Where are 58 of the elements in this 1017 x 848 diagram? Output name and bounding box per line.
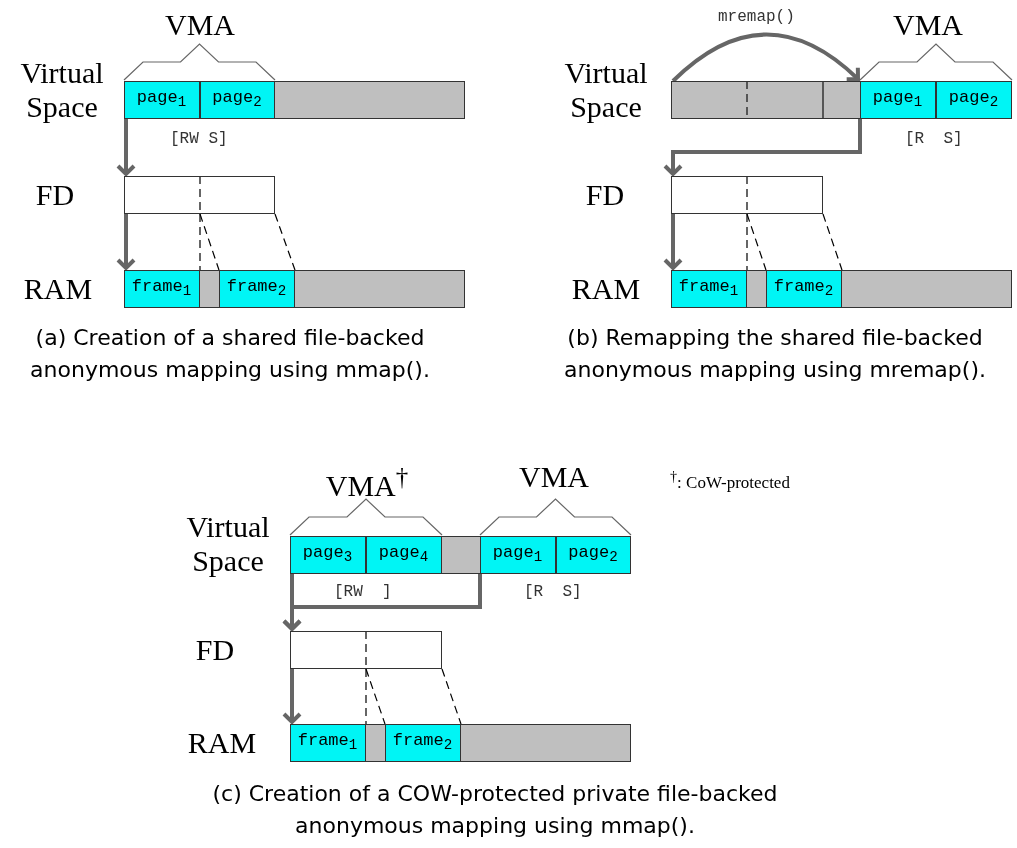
memory-cell: page$_{2}$ [199, 80, 275, 119]
memory-bar [290, 724, 631, 762]
arrow [671, 32, 860, 83]
memory-cell: frame$_{1}$ [289, 723, 366, 762]
arrow [116, 119, 136, 176]
memory-cell: page$_{1}$ [479, 535, 556, 574]
figure-caption: (c) Creation of a COW-protected private file-backed anonymous mapping using mmap(). [211, 780, 779, 840]
file-descriptor-box [124, 176, 275, 214]
access-flags: [R S] [905, 130, 963, 148]
dashed-line [365, 668, 462, 725]
dashed-line [746, 213, 843, 271]
row-label: RAM [22, 272, 94, 306]
arrow [282, 574, 482, 631]
memory-cell: frame$_{2}$ [765, 269, 842, 308]
memory-cell: page$_{3}$ [289, 535, 366, 574]
memory-bar [124, 270, 465, 308]
memory-cell: page$_{2}$ [935, 80, 1012, 119]
memory-cell: page$_{1}$ [859, 80, 936, 119]
memory-bar [290, 536, 631, 574]
arrow [116, 214, 136, 270]
row-label: Virtual Space [563, 56, 649, 124]
memory-cell: frame$_{1}$ [670, 269, 747, 308]
file-descriptor-box [671, 176, 823, 214]
edge-label: mremap() [718, 8, 795, 26]
memory-cell: frame$_{2}$ [384, 723, 461, 762]
brace-label: VMA [518, 460, 590, 494]
memory-cell: page$_{2}$ [555, 535, 631, 574]
figure-caption: (b) Remapping the shared file-backed anonymous mapping using mremap(). [563, 324, 987, 384]
dashed-line [365, 668, 367, 725]
dashed-line [199, 213, 296, 271]
file-descriptor-box [290, 631, 442, 669]
memory-bar [124, 81, 465, 119]
footnote: $^{†}$: CoW-protected [670, 468, 790, 493]
access-flags: [RW S] [170, 130, 228, 148]
row-label: Virtual Space [19, 56, 105, 124]
memory-cell: frame$_{1}$ [123, 269, 200, 308]
row-label: Virtual Space [185, 510, 271, 578]
brace-label: VMA [892, 8, 964, 42]
row-label: RAM [570, 272, 642, 306]
memory-cell: frame$_{2}$ [218, 269, 295, 308]
memory-bar [671, 270, 1012, 308]
row-label: FD [194, 633, 236, 667]
dashed-line [746, 213, 748, 271]
memory-cell: page$_{1}$ [123, 80, 200, 119]
arrow [663, 214, 683, 270]
row-label: RAM [186, 726, 258, 760]
row-label: FD [584, 178, 626, 212]
arrow [282, 669, 302, 724]
brace-label: VMA$^{†}$ [324, 462, 410, 503]
access-flags: [R S] [524, 583, 582, 601]
dashed-line [199, 213, 201, 271]
access-flags: [RW ] [334, 583, 392, 601]
arrow [663, 119, 862, 176]
figure-caption: (a) Creation of a shared file-backed anonymous mapping using mmap(). [29, 324, 431, 384]
brace-label: VMA [164, 8, 236, 42]
row-label: FD [34, 178, 76, 212]
memory-bar [671, 81, 1012, 119]
memory-cell: page$_{4}$ [365, 535, 442, 574]
